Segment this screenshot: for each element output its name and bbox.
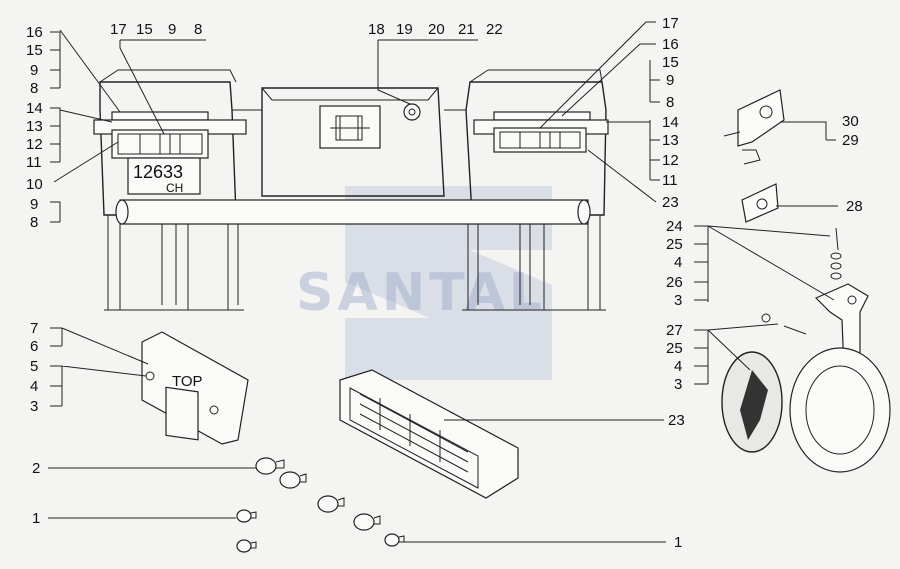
label-20: 20	[428, 21, 445, 38]
label-26: 26	[666, 274, 683, 291]
label-1-right: 1	[674, 534, 682, 551]
label-9-left: 9	[30, 62, 38, 79]
label-14-left: 14	[26, 100, 43, 117]
label-3-upper: 3	[674, 292, 682, 309]
label-6: 6	[30, 338, 38, 355]
label-5: 5	[30, 358, 38, 375]
horn-assembly	[721, 227, 891, 473]
label-3-lower: 3	[674, 376, 682, 393]
label-27: 27	[666, 322, 683, 339]
label-13-left: 13	[26, 118, 43, 135]
label-8-right: 8	[666, 94, 674, 111]
rear-light-assembly: 12633 CH	[93, 69, 609, 311]
label-1-left: 1	[32, 510, 40, 527]
label-12-right: 12	[662, 152, 679, 169]
label-25-upper: 25	[666, 236, 683, 253]
label-15-right: 15	[662, 54, 679, 71]
label-14-right: 14	[662, 114, 679, 131]
label-25-lower: 25	[666, 340, 683, 357]
callout-labels: 16 15 9 8 14 13 12 11 10 9 8 17 15 9 8 1…	[26, 15, 863, 551]
label-4-marker: 4	[30, 378, 38, 395]
label-8-top: 8	[194, 21, 202, 38]
label-13-right: 13	[662, 132, 679, 149]
label-23-lamp: 23	[668, 412, 685, 429]
marker-lamp-text: TOP	[172, 373, 203, 390]
label-19: 19	[396, 21, 413, 38]
label-8-left-low: 8	[30, 214, 38, 231]
label-8-left: 8	[30, 80, 38, 97]
marker-lamp: TOP	[141, 331, 249, 445]
label-17-top: 17	[110, 21, 127, 38]
plate-suffix: CH	[166, 181, 183, 195]
label-15-left: 15	[26, 42, 43, 59]
label-18: 18	[368, 21, 385, 38]
label-22: 22	[486, 21, 503, 38]
label-11-left: 11	[26, 154, 42, 171]
label-30: 30	[842, 113, 859, 130]
label-16-right: 16	[662, 36, 679, 53]
label-29: 29	[842, 132, 859, 149]
plate-number: 12633	[133, 162, 183, 182]
bulbs	[236, 457, 405, 553]
label-3-marker: 3	[30, 398, 38, 415]
watermark-text: SANTAL	[296, 263, 546, 323]
label-9-left-low: 9	[30, 196, 38, 213]
label-16-left: 16	[26, 24, 43, 41]
label-10-left: 10	[26, 176, 43, 193]
tail-lamp	[339, 369, 519, 499]
leader-lines	[48, 21, 838, 543]
label-28: 28	[846, 198, 863, 215]
label-23-right: 23	[662, 194, 679, 211]
label-4-lower: 4	[674, 358, 682, 375]
bracket-parts	[723, 89, 785, 223]
label-4-upper: 4	[674, 254, 682, 271]
license-plate	[127, 157, 201, 195]
label-11-right: 11	[662, 172, 678, 189]
label-24: 24	[666, 218, 683, 235]
label-17-right: 17	[662, 15, 679, 32]
label-7: 7	[30, 320, 38, 337]
label-15-top: 15	[136, 21, 153, 38]
santal-watermark: SANTAL	[296, 186, 552, 380]
label-9-top: 9	[168, 21, 176, 38]
label-21: 21	[458, 21, 475, 38]
label-2: 2	[32, 460, 40, 477]
label-9-right: 9	[666, 72, 674, 89]
label-12-left: 12	[26, 136, 43, 153]
